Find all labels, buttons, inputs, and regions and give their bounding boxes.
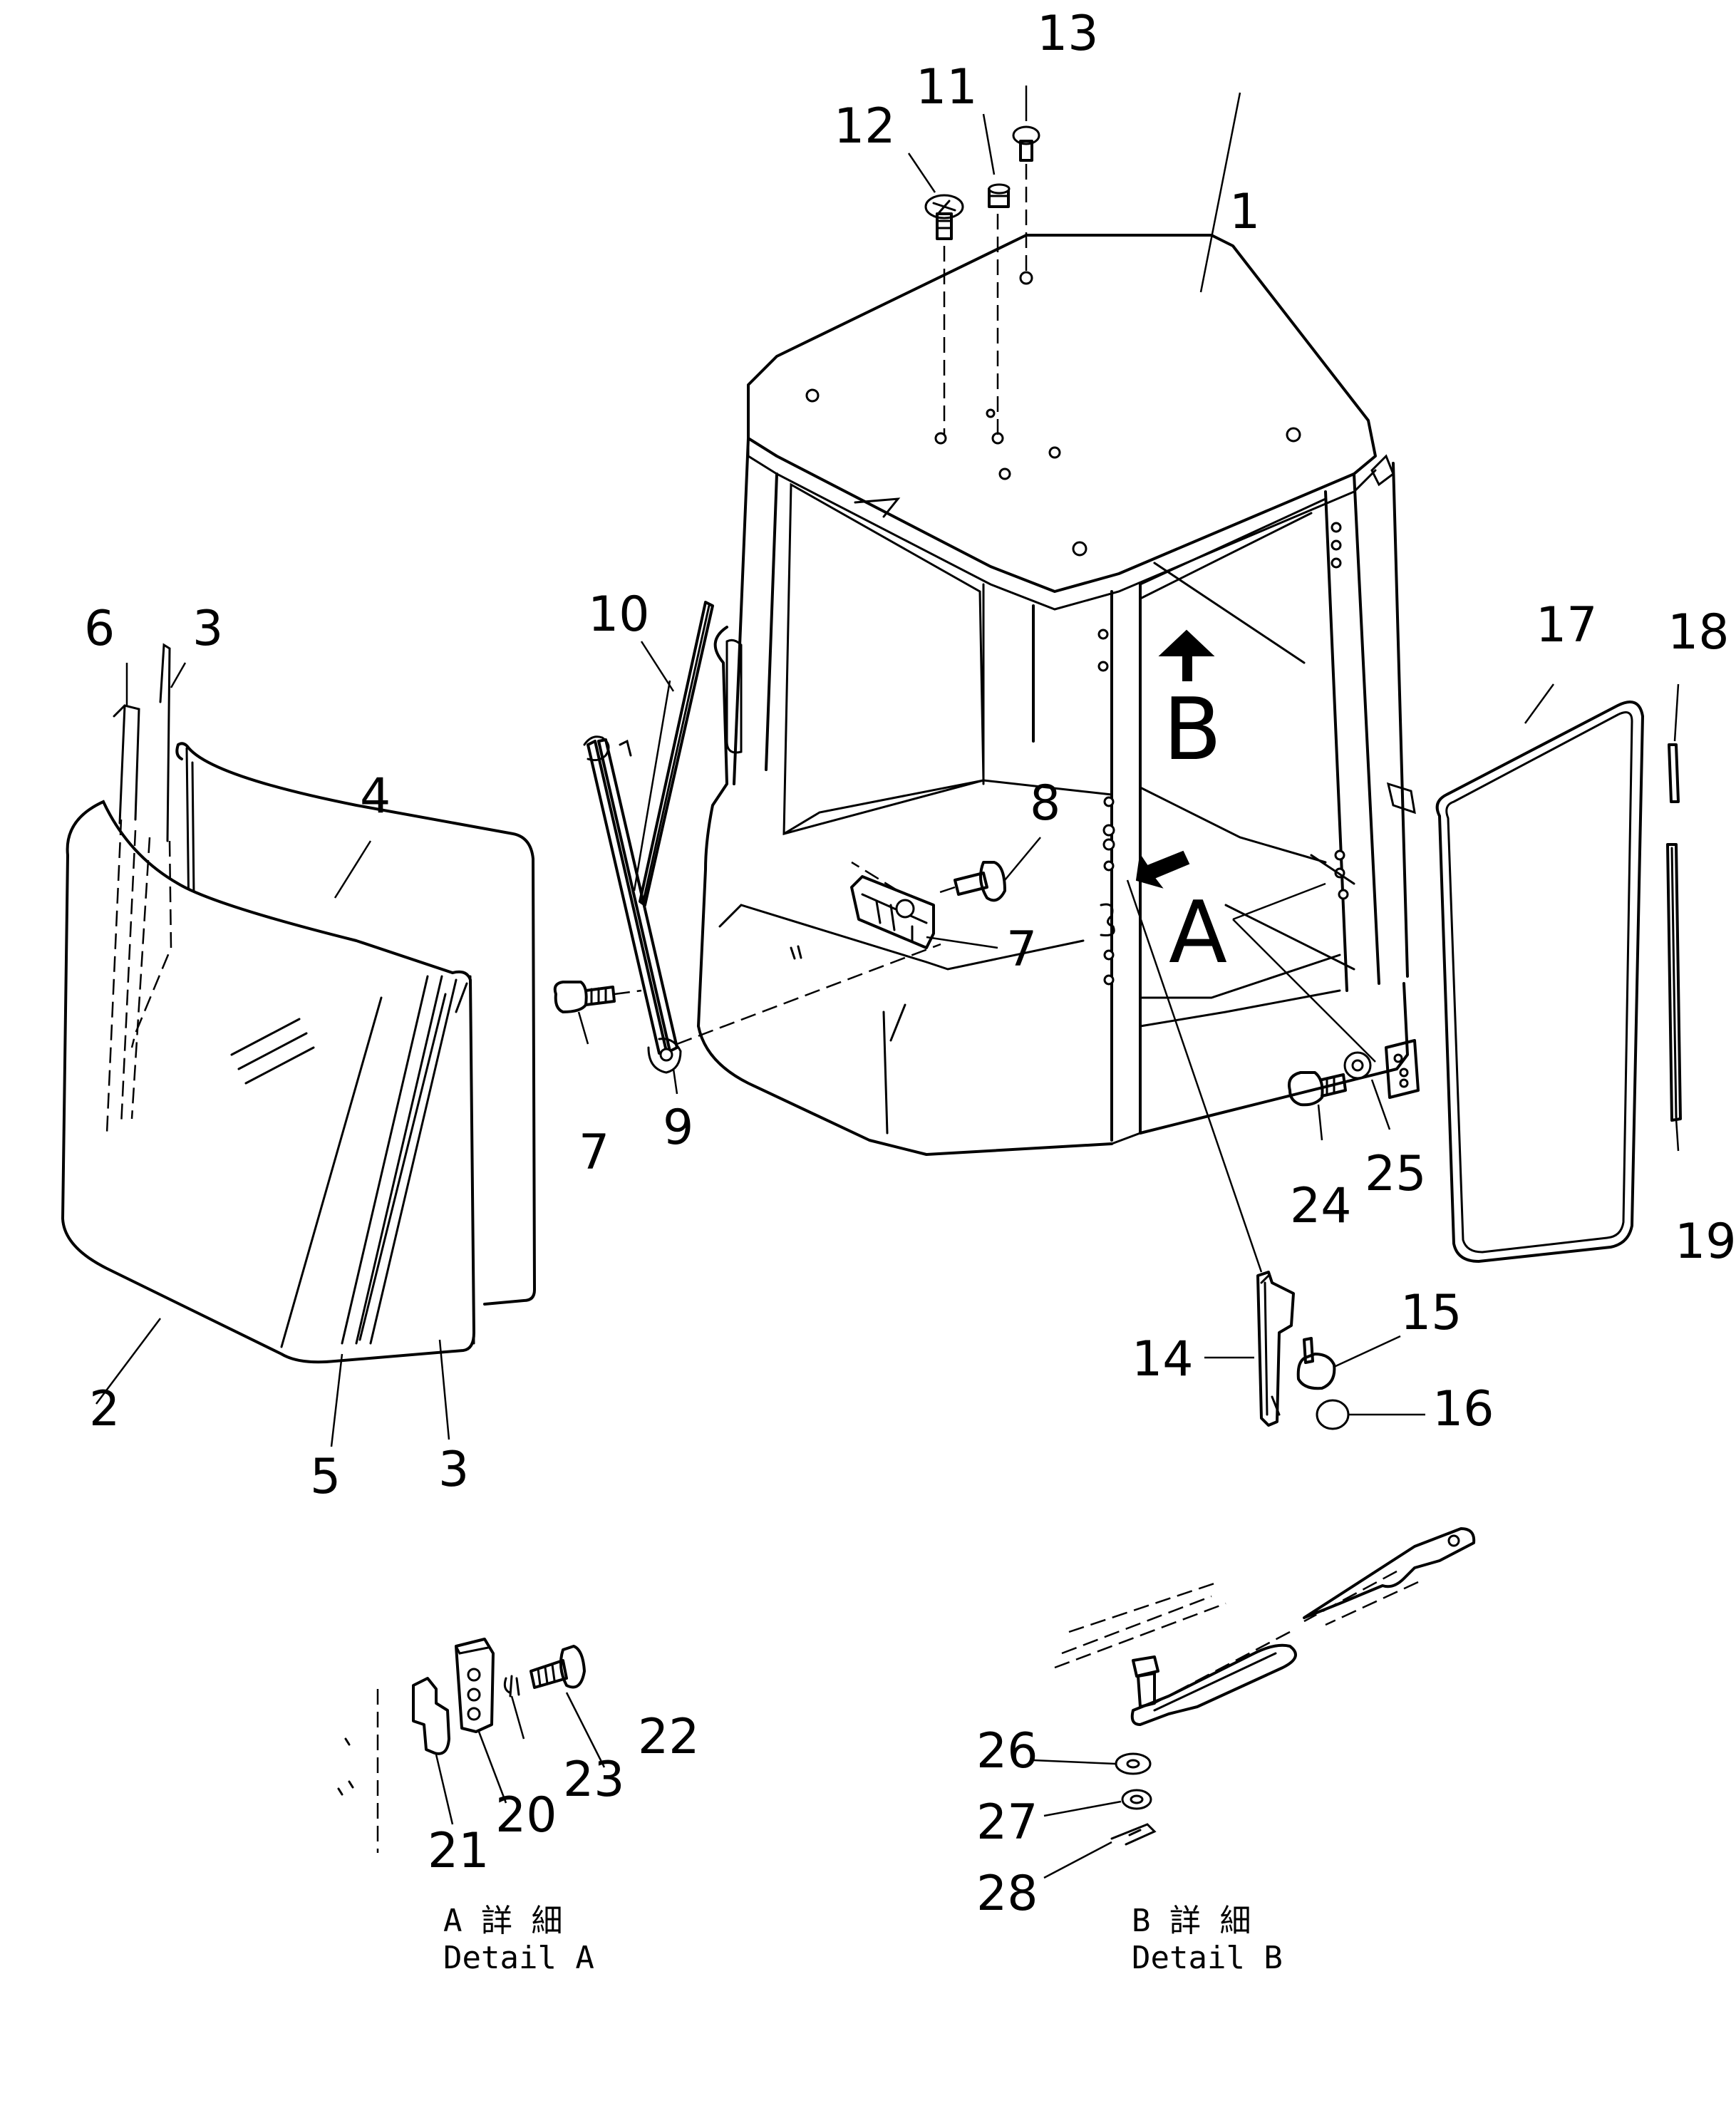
roof-hardware <box>924 125 1040 436</box>
detail-captions: A 詳 細 Detail A B 詳 細 Detail B <box>443 1903 1283 1976</box>
view-letter-a: A <box>1169 884 1227 983</box>
callout-8: 8 <box>1030 775 1060 832</box>
wiper-assembly <box>583 601 941 1074</box>
callout-labels: 1 12 11 13 6 3 4 10 8 7 7 9 17 18 19 24 … <box>84 6 1736 1922</box>
callout-7-right: 7 <box>1006 921 1037 978</box>
callout-25: 25 <box>1365 1146 1427 1202</box>
callout-23: 23 <box>563 1752 625 1808</box>
callout-9: 9 <box>663 1100 693 1156</box>
seal-strips-18-19 <box>1666 743 1682 1122</box>
cab-body <box>697 234 1416 1156</box>
callout-20: 20 <box>495 1787 557 1844</box>
detail-a-caption-jp: A 詳 細 <box>443 1903 562 1939</box>
view-arrow-a: A <box>1135 850 1376 1063</box>
callout-10: 10 <box>588 587 650 643</box>
detail-b <box>1054 1527 1476 1846</box>
callout-2: 2 <box>89 1381 120 1437</box>
detail-a <box>337 1638 586 1853</box>
door-latch-14 <box>1256 1271 1350 1430</box>
callout-4: 4 <box>360 768 391 825</box>
detail-b-caption-en: Detail B <box>1132 1940 1283 1976</box>
callout-12: 12 <box>834 98 896 155</box>
door-glass-17 <box>1435 701 1644 1263</box>
callout-1: 1 <box>1229 184 1260 240</box>
detail-a-caption-en: Detail A <box>443 1940 594 1976</box>
callout-24: 24 <box>1290 1178 1352 1234</box>
callout-5: 5 <box>310 1449 341 1505</box>
front-glass-assembly <box>61 643 536 1364</box>
callout-19: 19 <box>1675 1214 1736 1270</box>
callout-16: 16 <box>1432 1381 1494 1437</box>
callout-22: 22 <box>638 1709 700 1765</box>
bolt-24-assembly <box>1288 1039 1420 1107</box>
callout-13: 13 <box>1037 6 1099 62</box>
detail-b-caption-jp: B 詳 細 <box>1132 1903 1251 1939</box>
view-letter-b: B <box>1163 681 1221 780</box>
view-arrow-b: B <box>1158 629 1221 780</box>
callout-15: 15 <box>1400 1285 1462 1341</box>
callout-17: 17 <box>1536 597 1598 653</box>
callout-3-top: 3 <box>192 601 223 657</box>
callout-11: 11 <box>916 59 978 115</box>
callout-27: 27 <box>976 1794 1038 1851</box>
callout-3-bottom: 3 <box>438 1442 469 1498</box>
callout-18: 18 <box>1668 604 1730 661</box>
callout-26: 26 <box>976 1723 1038 1779</box>
latch-assembly <box>850 861 1006 949</box>
callout-6: 6 <box>84 601 115 657</box>
latch-leader <box>1126 879 1263 1273</box>
callout-21: 21 <box>428 1823 490 1879</box>
bolt-7-left <box>553 981 642 1013</box>
callout-7-left: 7 <box>579 1125 609 1181</box>
leader-lines <box>95 86 1680 1879</box>
callout-28: 28 <box>976 1866 1038 1922</box>
callout-14: 14 <box>1132 1331 1194 1388</box>
